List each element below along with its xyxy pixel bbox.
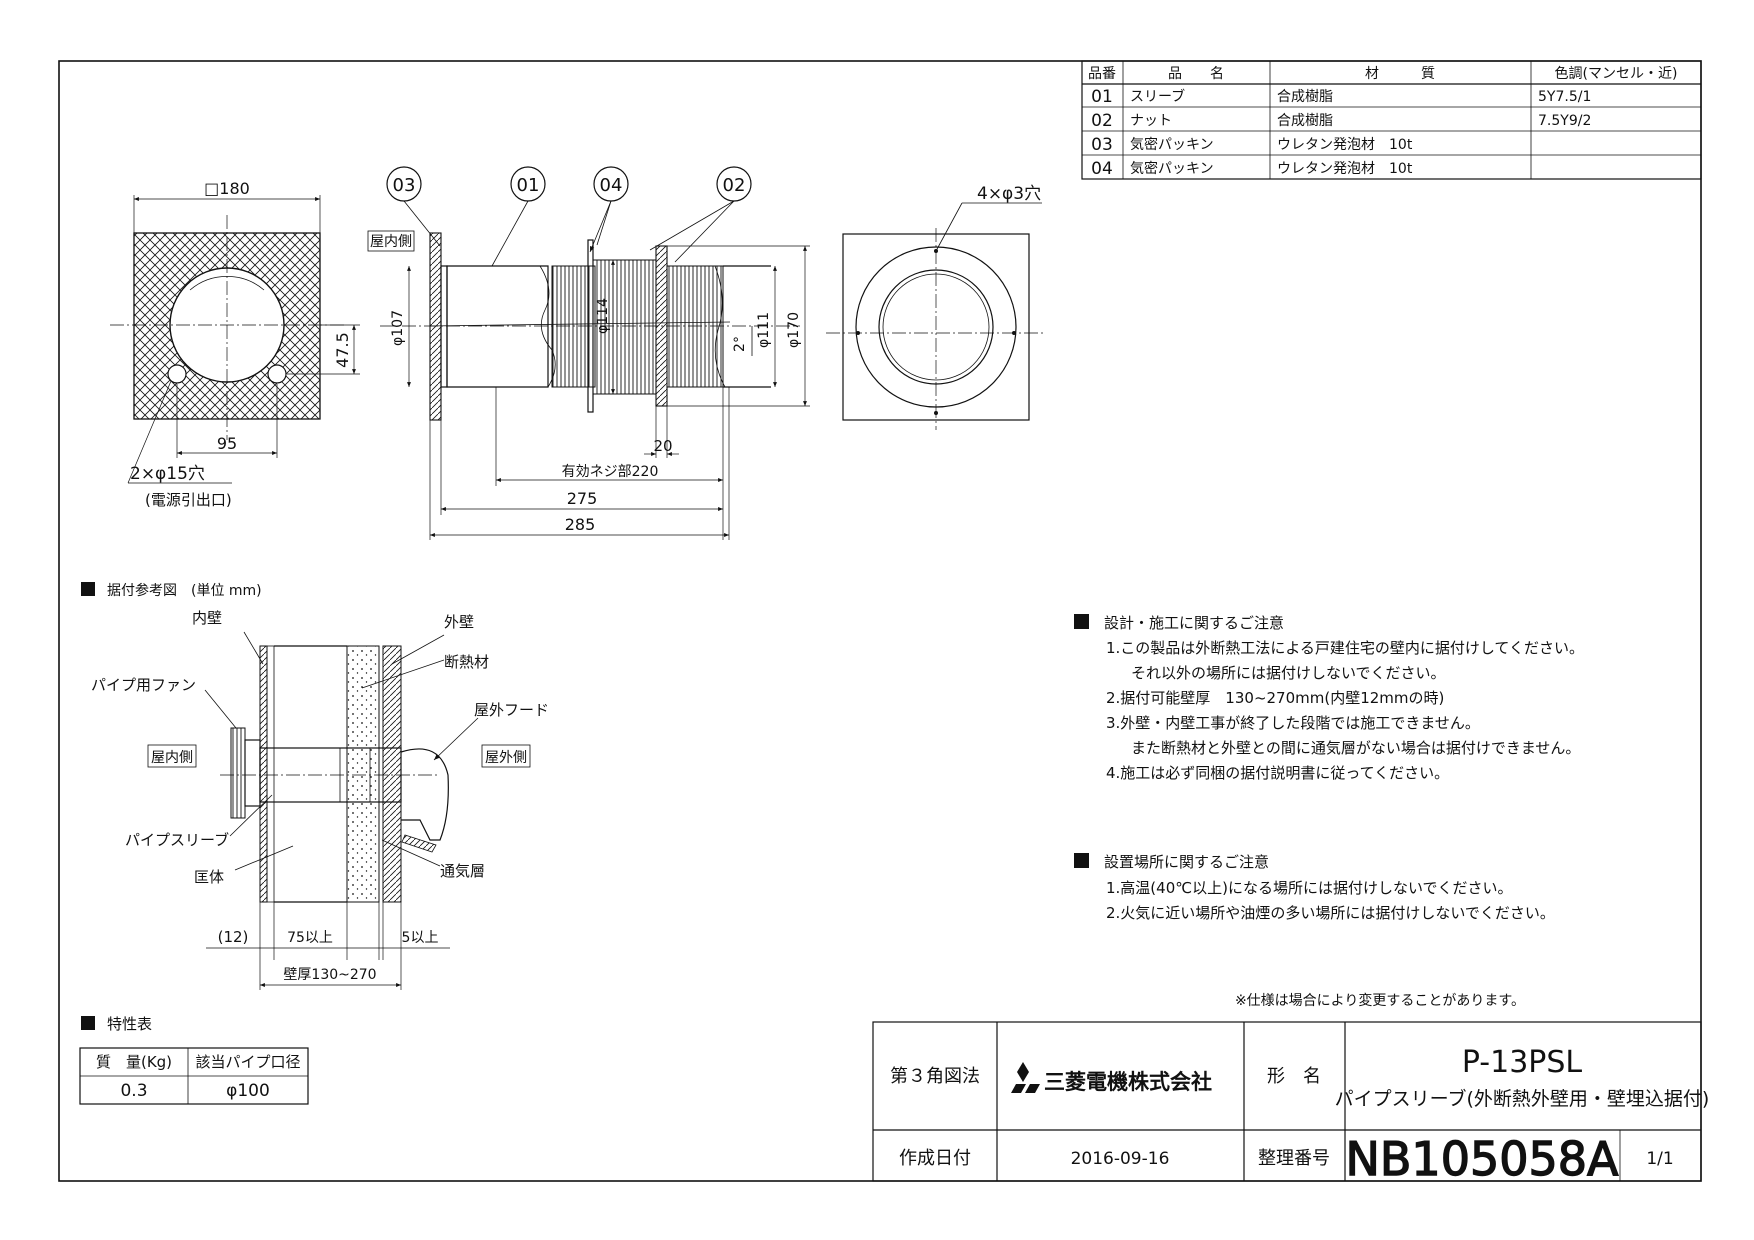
front-offset-label: 47.5 (333, 332, 352, 368)
spec-mass: 0.3 (120, 1081, 147, 1101)
parts-row-material: 合成樹脂 (1277, 89, 1333, 105)
side-thread-label: 有効ネジ部220 (562, 464, 659, 480)
notes-location: 設置場所に関するご注意 1.高温(40℃以上)になる場所には据付けしないでくださ… (1074, 853, 1555, 922)
rear-holes-label: 4×φ3穴 (977, 184, 1041, 204)
parts-header-no: 品番 (1088, 66, 1116, 82)
notes-design-line: 4.施工は必ず同梱の据付説明書に従ってください。 (1106, 764, 1449, 782)
notes-location-line: 2.火気に近い場所や油煙の多い場所には据付けしないでください。 (1106, 904, 1555, 922)
install-inner-wall: 内壁 (192, 609, 222, 627)
product-name: パイプスリーブ(外断熱外壁用・壁埋込据付) (1335, 1087, 1710, 1110)
install-frame: 匡体 (194, 868, 224, 886)
callout-02: 02 (723, 175, 746, 196)
notes-design: 設計・施工に関するご注意 1.この製品は外断熱工法による戸建住宅の壁内に据付けし… (1074, 614, 1584, 782)
parts-row-material: ウレタン発泡材 10t (1277, 137, 1413, 153)
install-outdoor-side: 屋外側 (485, 750, 527, 766)
spec-pipe: φ100 (226, 1081, 270, 1101)
parts-row-material: ウレタン発泡材 10t (1277, 161, 1413, 177)
install-vent-layer: 通気層 (440, 862, 485, 880)
document-number: NB105058A (1345, 1132, 1619, 1186)
install-dim-12: (12) (218, 928, 249, 946)
front-holes-label: 2×φ15穴 (130, 464, 205, 484)
page-number: 1/1 (1646, 1149, 1673, 1169)
side-view: 03 01 04 02 屋内側 (367, 166, 810, 540)
parts-row-color: 5Y7.5/1 (1538, 89, 1591, 105)
spec-col-pipe: 該当パイプ口径 (195, 1053, 300, 1071)
parts-row-name: 気密パッキン (1130, 160, 1214, 177)
callout-03: 03 (393, 175, 416, 196)
side-dim-285: 285 (565, 515, 596, 534)
side-dia-114: φ114 (595, 298, 611, 334)
model-number: P-13PSL (1462, 1045, 1583, 1080)
parts-row-no: 03 (1091, 135, 1113, 155)
notes-design-line: 1.この製品は外断熱工法による戸建住宅の壁内に据付けしてください。 (1106, 639, 1584, 657)
side-dim-20: 20 (653, 437, 672, 455)
side-dia-107: φ107 (390, 310, 406, 346)
front-hole-spacing-label: 95 (217, 434, 237, 453)
notes-design-line: また断熱材と外壁との間に通気層がない場合は据付けできません。 (1131, 739, 1580, 757)
company-logo-icon (1011, 1062, 1040, 1093)
parts-row-name: 気密パッキン (1130, 136, 1214, 153)
notes-location-title: 設置場所に関するご注意 (1104, 853, 1269, 871)
install-dim-wall: 壁厚130~270 (283, 967, 376, 983)
parts-row-name: ナット (1130, 113, 1172, 129)
parts-header-name: 品 名 (1168, 66, 1224, 82)
callout-04: 04 (600, 175, 623, 196)
front-view: □180 47.5 95 2×φ15穴 (電源引出口) (110, 179, 360, 509)
title-block: ※仕様は場合により変更することがあります。 第３角図法 三菱電機株式会社 形 名… (872, 992, 1710, 1187)
side-indoor-label: 屋内側 (370, 234, 412, 250)
front-width-label: □180 (204, 179, 250, 198)
notes-design-title: 設計・施工に関するご注意 (1104, 614, 1284, 632)
front-holes-note: (電源引出口) (145, 491, 232, 509)
projection-method: 第３角図法 (890, 1066, 980, 1087)
notes-design-line: 2.据付可能壁厚 130~270mm(内壁12mmの時) (1106, 689, 1444, 707)
drawing-frame (58, 60, 1702, 1182)
parts-header-color: 色調(マンセル・近) (1555, 65, 1678, 82)
parts-row-no: 02 (1091, 111, 1113, 131)
notes-design-line: それ以外の場所には据付けしないでください。 (1131, 664, 1446, 682)
spec-col-mass: 質 量(Kg) (96, 1053, 172, 1071)
install-insulation: 断熱材 (444, 653, 489, 671)
side-dia-111: φ111 (756, 312, 772, 348)
notes-design-line: 3.外壁・内壁工事が終了した段階では施工できません。 (1106, 714, 1480, 732)
parts-row-no: 04 (1091, 159, 1113, 179)
rear-view: 4×φ3穴 (826, 184, 1046, 430)
install-title: 据付参考図 (単位 mm) (107, 582, 262, 599)
spec-change-note: ※仕様は場合により変更することがあります。 (1235, 992, 1525, 1009)
side-dia-170: φ170 (786, 312, 802, 348)
spec-title: 特性表 (107, 1015, 152, 1033)
parts-table: 品番 品 名 材 質 色調(マンセル・近) 01 スリーブ 合成樹脂 5Y7.5… (1081, 60, 1702, 180)
install-indoor-side: 屋内側 (151, 750, 193, 766)
install-outer-wall: 外壁 (444, 613, 474, 631)
doc-label: 整理番号 (1258, 1148, 1330, 1169)
creation-date: 2016-09-16 (1071, 1149, 1170, 1169)
spec-table: 特性表 質 量(Kg) 該当パイプ口径 0.3 φ100 (79, 1015, 309, 1105)
install-reference: 据付参考図 (単位 mm) 内壁 外壁 断熱材 パイプ用ファン (81, 582, 549, 990)
company-name: 三菱電機株式会社 (1044, 1070, 1212, 1094)
parts-row-color: 7.5Y9/2 (1538, 113, 1591, 129)
parts-row-material: 合成樹脂 (1277, 113, 1333, 129)
side-dim-275: 275 (567, 489, 598, 508)
model-label: 形 名 (1267, 1066, 1321, 1087)
parts-header-material: 材 質 (1365, 66, 1435, 82)
parts-row-no: 01 (1091, 87, 1113, 107)
install-pipe-sleeve: パイプスリーブ (125, 831, 229, 849)
side-angle-label: 2° (732, 336, 748, 352)
install-outdoor-hood: 屋外フード (474, 701, 549, 719)
install-dim-5: 5以上 (402, 930, 439, 946)
notes-location-line: 1.高温(40℃以上)になる場所には据付けしないでください。 (1106, 879, 1513, 897)
date-label: 作成日付 (899, 1148, 971, 1169)
parts-row-name: スリーブ (1130, 88, 1185, 105)
install-pipe-fan: パイプ用ファン (91, 676, 196, 694)
callout-01: 01 (517, 175, 540, 196)
install-dim-75: 75以上 (287, 930, 333, 946)
